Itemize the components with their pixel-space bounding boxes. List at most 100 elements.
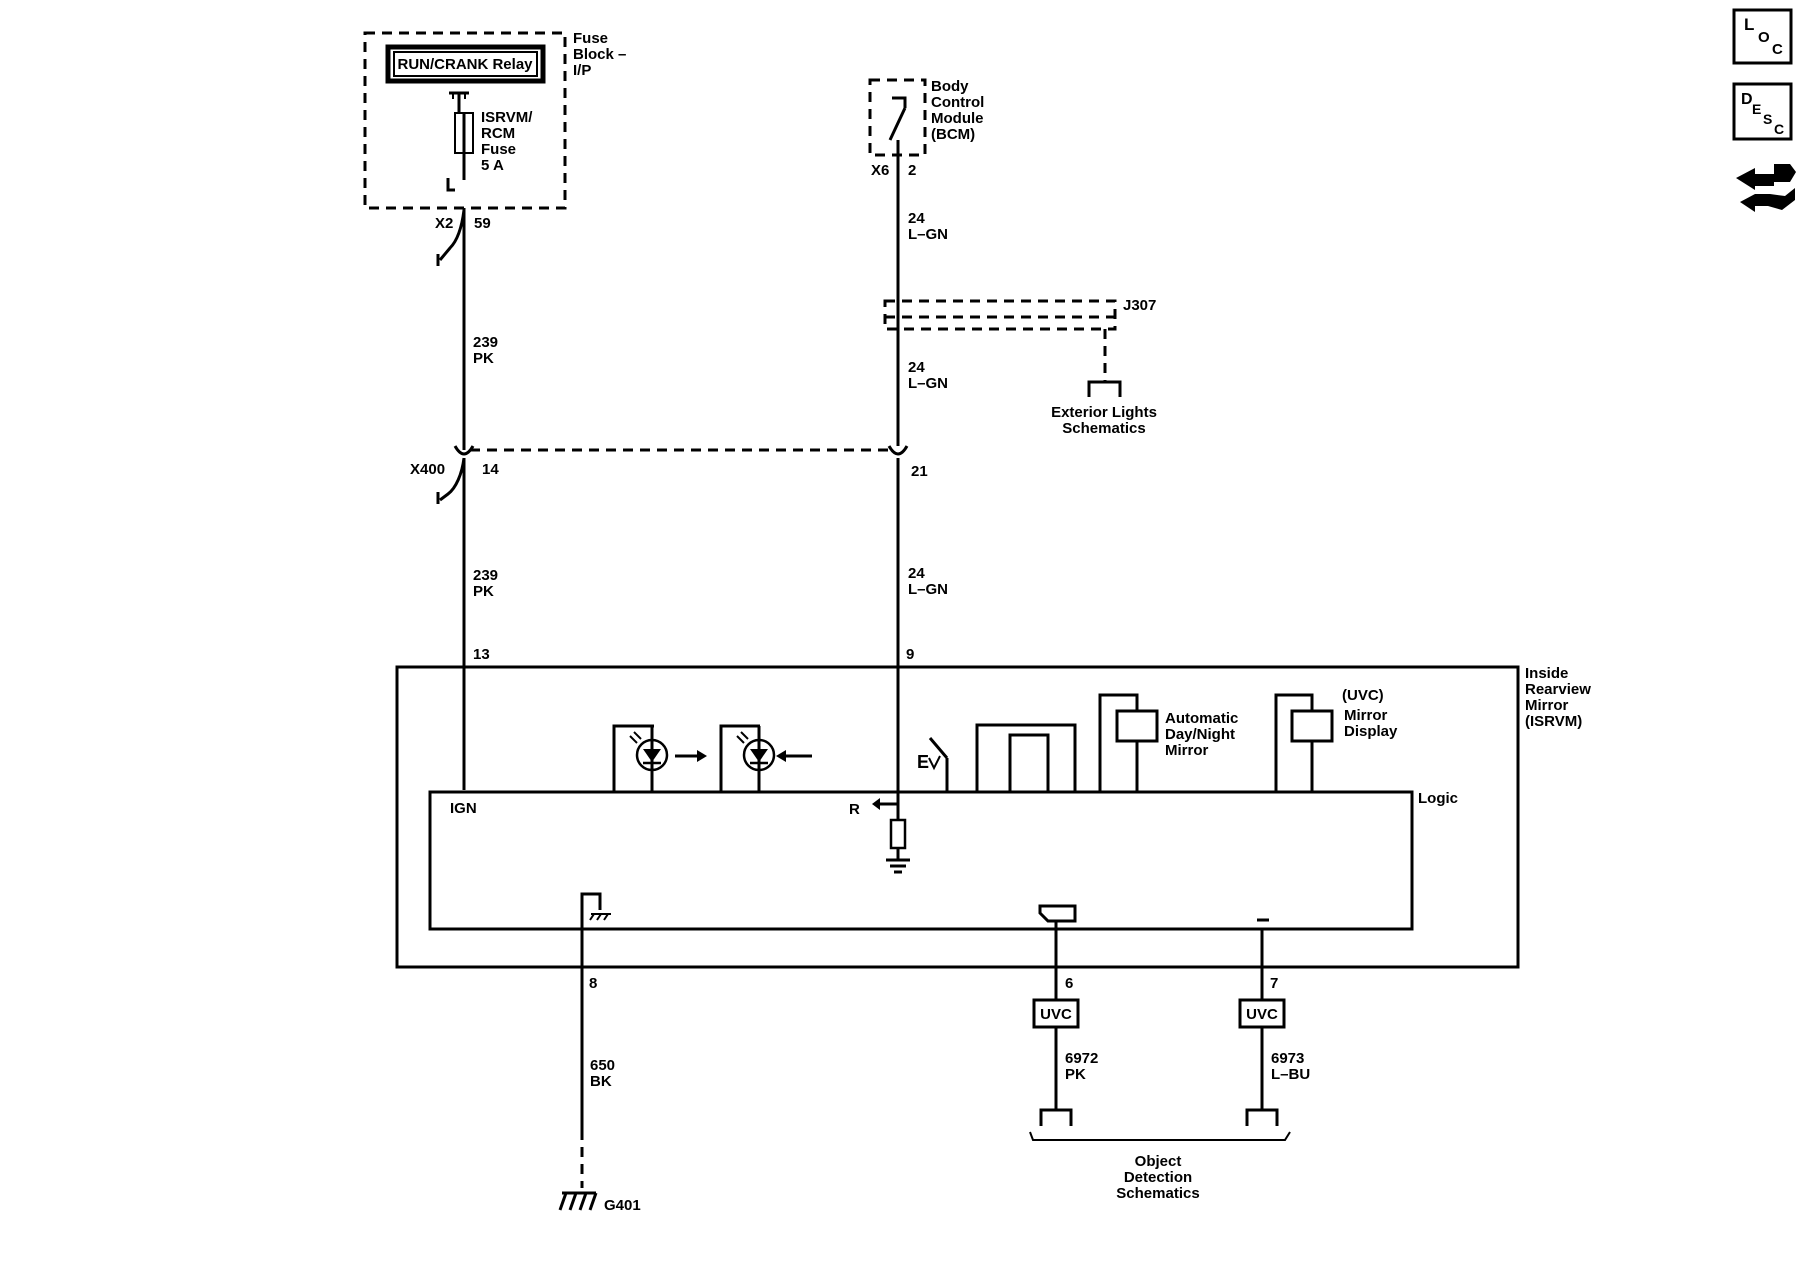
- uvc-option-label: (UVC): [1342, 687, 1384, 704]
- isrvm-outline: [395, 665, 1520, 969]
- object-detection-connector-left: [1039, 1108, 1073, 1126]
- exterior-lights-connector: [1087, 380, 1122, 397]
- bcm-label-1: Body: [931, 78, 969, 95]
- svg-text:S: S: [1763, 111, 1772, 127]
- j307-outline: [883, 299, 1117, 331]
- wire-239-lower-circuit: 239: [473, 567, 498, 584]
- ground-symbol-icon: [886, 858, 910, 874]
- j307-label: J307: [1123, 297, 1156, 314]
- wire-239-upper-color: PK: [473, 350, 494, 367]
- uvc-left-label: UVC: [1040, 1006, 1072, 1023]
- svg-text:D: D: [1741, 91, 1753, 108]
- resistor-icon: [889, 818, 907, 850]
- display-label-2: Display: [1344, 723, 1398, 740]
- wire-239-upper-circuit: 239: [473, 334, 498, 351]
- x2-connector[interactable]: X2 59: [435, 209, 491, 266]
- run-crank-relay-label: RUN/CRANK Relay: [397, 56, 533, 73]
- uvc-connector-left[interactable]: UVC: [1032, 998, 1080, 1029]
- g401-ground[interactable]: G401: [558, 1191, 641, 1214]
- object-detection-connector-right: [1245, 1108, 1279, 1126]
- auto-dimming-element: Automatic Day/Night Mirror: [1098, 693, 1238, 792]
- reverse-input: [872, 798, 910, 874]
- logic-block: [428, 790, 1414, 931]
- wire-6972-circuit: 6972: [1065, 1050, 1098, 1067]
- fuse-label-1: ISRVM/: [481, 109, 533, 126]
- isrvm-label-2: Rearview: [1525, 681, 1591, 698]
- exterior-lights-ref-2[interactable]: Schematics: [1062, 420, 1145, 437]
- description-icon[interactable]: D E S C: [1732, 82, 1793, 141]
- wire-24-1-circuit: 24: [908, 210, 925, 227]
- wire-24-2-circuit: 24: [908, 359, 925, 376]
- arrow-left-icon-r: [872, 798, 880, 810]
- x2-pin-label: 59: [474, 215, 491, 232]
- arrow-right-icon: [697, 750, 707, 762]
- pin-6-label: 6: [1065, 975, 1073, 992]
- inside-rearview-mirror[interactable]: Inside Rearview Mirror (ISRVM) Logic IGN…: [395, 646, 1591, 969]
- object-detection-ref-3[interactable]: Schematics: [1116, 1185, 1199, 1202]
- connector-icon[interactable]: [1736, 164, 1796, 212]
- wire-6973-circuit: 6973: [1271, 1050, 1304, 1067]
- photodiode-icon: [635, 738, 669, 772]
- run-crank-relay-box: [385, 44, 546, 84]
- mirror-display: (UVC) Mirror Display: [1274, 687, 1398, 792]
- auto-label-2: Day/Night: [1165, 726, 1235, 743]
- bcm-pin-label: 2: [908, 162, 916, 179]
- wire-239-lower-color: PK: [473, 583, 494, 600]
- isrvm-label-3: Mirror: [1525, 697, 1569, 714]
- ign-label: IGN: [450, 800, 477, 817]
- fuse-label-3: Fuse: [481, 141, 516, 158]
- x400-label: X400: [410, 461, 445, 478]
- svg-text:O: O: [1758, 29, 1770, 46]
- uvc-connector-right[interactable]: UVC: [1238, 998, 1286, 1029]
- bcm-switch: [888, 96, 907, 141]
- j307-splice[interactable]: J307: [883, 297, 1156, 397]
- chassis-ground-icon-g401: [558, 1191, 598, 1211]
- bcm-connector-label: X6: [871, 162, 889, 179]
- wire-24-3-color: L–GN: [908, 581, 948, 598]
- r-label: R: [849, 801, 860, 818]
- display-box: [1290, 709, 1334, 743]
- wire-24-3-circuit: 24: [908, 565, 925, 582]
- svg-text:L: L: [1744, 15, 1754, 34]
- isrvm-label-4: (ISRVM): [1525, 713, 1582, 730]
- svg-text:C: C: [1772, 41, 1783, 58]
- fuse-label-2: RCM: [481, 125, 515, 142]
- object-detection-ref-1[interactable]: Object: [1135, 1153, 1182, 1170]
- exterior-lights-ref-1[interactable]: Exterior Lights: [1051, 404, 1157, 421]
- fuse-block-label-3: I/P: [573, 62, 591, 79]
- dimming-element-box: [1115, 709, 1159, 743]
- pin-13-label: 13: [473, 646, 490, 663]
- chassis-ground-icon: [589, 913, 611, 921]
- location-icon[interactable]: L O C: [1732, 8, 1793, 65]
- wire-6972-color: PK: [1065, 1066, 1086, 1083]
- bcm-label-3: Module: [931, 110, 984, 127]
- svg-text:C: C: [1774, 121, 1784, 137]
- ambient-light-sensor: [612, 724, 707, 792]
- wire-650-color: BK: [590, 1073, 612, 1090]
- object-detection-ref-2[interactable]: Detection: [1124, 1169, 1192, 1186]
- fuse-block: RUN/CRANK Relay Fuse Block – I/P ISRVM/ …: [363, 30, 626, 210]
- glare-light-sensor: [719, 724, 812, 792]
- x400-connector[interactable]: X400 14 21: [410, 445, 928, 504]
- wire-24-1-color: L–GN: [908, 226, 948, 243]
- auto-label-1: Automatic: [1165, 710, 1238, 727]
- x400-pin-14: 14: [482, 461, 499, 478]
- x2-connector-label: X2: [435, 215, 453, 232]
- photodiode-icon-2: [742, 738, 776, 772]
- object-detection-bracket: [1029, 1131, 1291, 1141]
- body-control-module[interactable]: Body Control Module (BCM) X6 2: [868, 78, 984, 179]
- uvc-right-label: UVC: [1246, 1006, 1278, 1023]
- arrow-left-icon: [776, 750, 786, 762]
- ev-label: E: [917, 752, 929, 772]
- video-input-icon: [1038, 904, 1077, 929]
- svg-text:E: E: [1752, 101, 1761, 117]
- isrvm-label-1: Inside: [1525, 665, 1568, 682]
- bcm-label-2: Control: [931, 94, 984, 111]
- logic-ground-lead: [580, 892, 602, 929]
- fuse-label-4: 5 A: [481, 157, 504, 174]
- x400-pin-21: 21: [911, 463, 928, 480]
- fuse-block-label-1: Fuse: [573, 30, 608, 47]
- auto-label-3: Mirror: [1165, 742, 1209, 759]
